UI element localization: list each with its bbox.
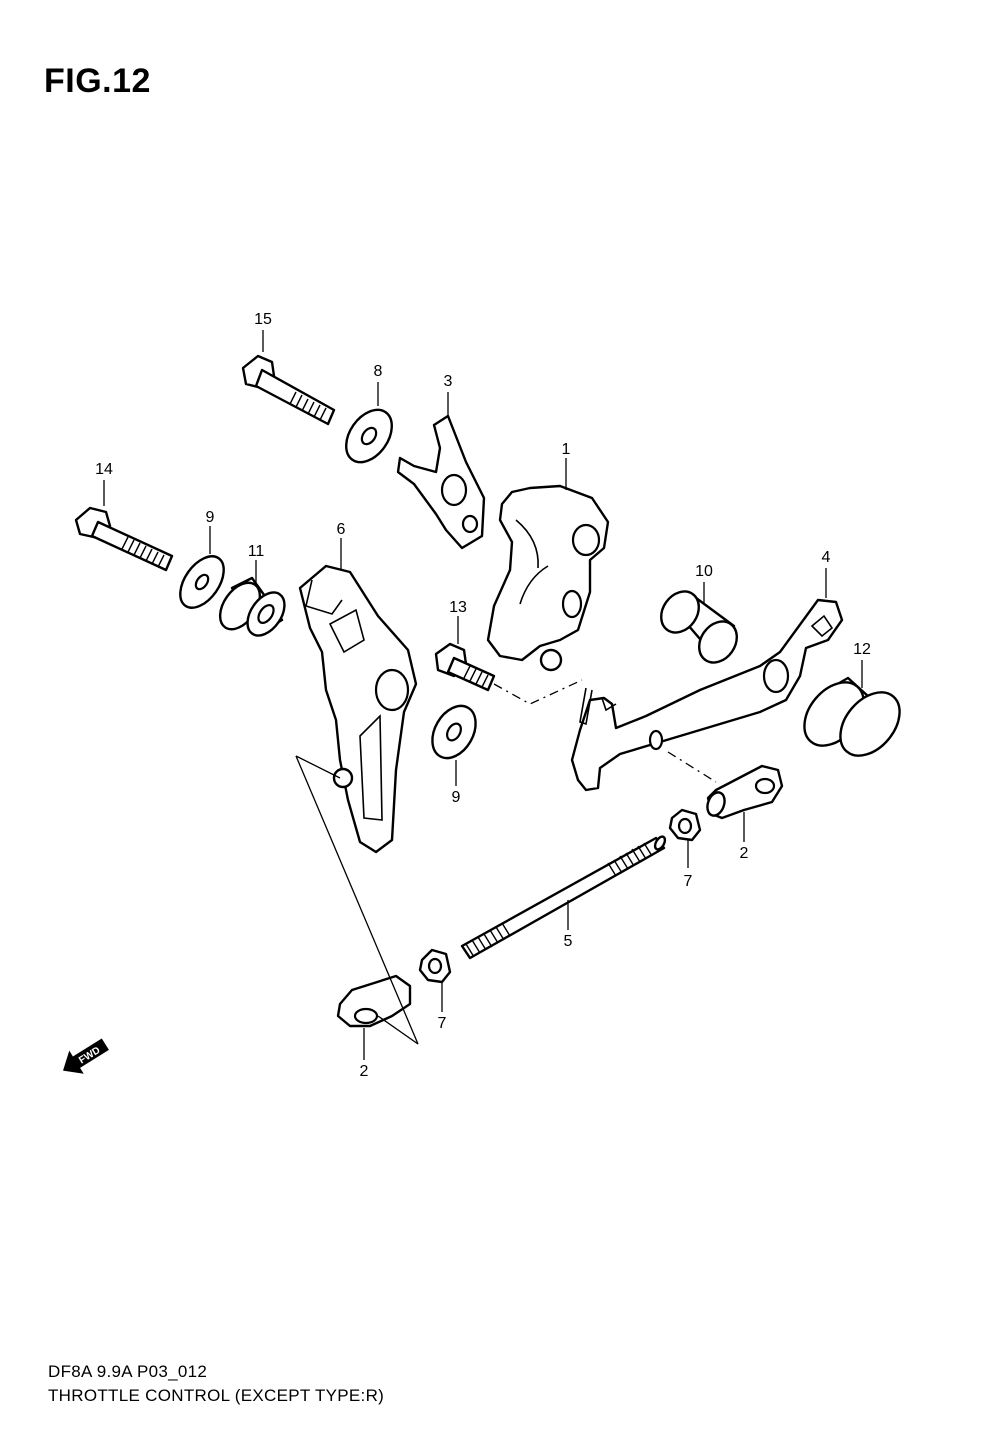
callout-8: 8 bbox=[374, 363, 383, 380]
callout-10: 10 bbox=[695, 563, 713, 580]
assembly-guide-lines bbox=[295, 679, 717, 1045]
callout-2-lower: 2 bbox=[360, 1063, 369, 1080]
part-13-bolt bbox=[434, 642, 496, 692]
part-10-sleeve bbox=[660, 590, 738, 664]
part-1-throttle-cam bbox=[486, 484, 610, 672]
part-7-nut-lower bbox=[418, 948, 452, 984]
figure-caption: THROTTLE CONTROL (EXCEPT TYPE:R) bbox=[48, 1386, 385, 1405]
part-7-nut-upper bbox=[668, 808, 702, 842]
callout-7-lower: 7 bbox=[438, 1015, 447, 1032]
part-14-flange-bolt bbox=[74, 506, 174, 572]
callout-11: 11 bbox=[248, 543, 265, 560]
callout-4: 4 bbox=[822, 549, 831, 566]
callout-1: 1 bbox=[562, 441, 571, 458]
callout-13: 13 bbox=[449, 599, 467, 616]
callout-7-upper: 7 bbox=[684, 873, 693, 890]
figure-title: FIG.12 bbox=[44, 62, 151, 100]
callout-numbers: 15 8 3 1 14 9 11 6 13 10 4 12 9 2 7 5 7 … bbox=[95, 311, 871, 1080]
part-8-washer bbox=[345, 408, 393, 464]
part-2-ball-joint-upper bbox=[706, 764, 784, 820]
part-4-link-lever bbox=[570, 598, 844, 792]
part-5-throttle-rod bbox=[460, 835, 667, 960]
part-9-washer-left bbox=[179, 555, 225, 609]
callout-2-upper: 2 bbox=[740, 845, 749, 862]
callout-14: 14 bbox=[95, 461, 113, 478]
part-12-bushing bbox=[803, 676, 901, 757]
part-9-washer-lower bbox=[431, 704, 477, 760]
callout-15: 15 bbox=[254, 311, 272, 328]
part-11-collar bbox=[218, 576, 286, 637]
fwd-arrow-icon: FWD bbox=[63, 1038, 109, 1074]
part-3-bracket-plate bbox=[396, 414, 486, 550]
callout-5: 5 bbox=[564, 933, 573, 950]
part-15-flange-bolt bbox=[241, 354, 336, 426]
model-code: DF8A 9.9A P03_012 bbox=[48, 1362, 208, 1381]
leader-lines bbox=[103, 330, 863, 1060]
part-2-ball-joint-lower bbox=[336, 974, 412, 1028]
callout-9-lower: 9 bbox=[452, 789, 461, 806]
figure-footer: DF8A 9.9A P03_012 THROTTLE CONTROL (EXCE… bbox=[48, 1360, 384, 1408]
callout-9-upper: 9 bbox=[206, 509, 215, 526]
callout-3: 3 bbox=[444, 373, 453, 390]
callout-6: 6 bbox=[337, 521, 346, 538]
callout-12: 12 bbox=[853, 641, 871, 658]
part-6-throttle-lever bbox=[298, 564, 418, 854]
